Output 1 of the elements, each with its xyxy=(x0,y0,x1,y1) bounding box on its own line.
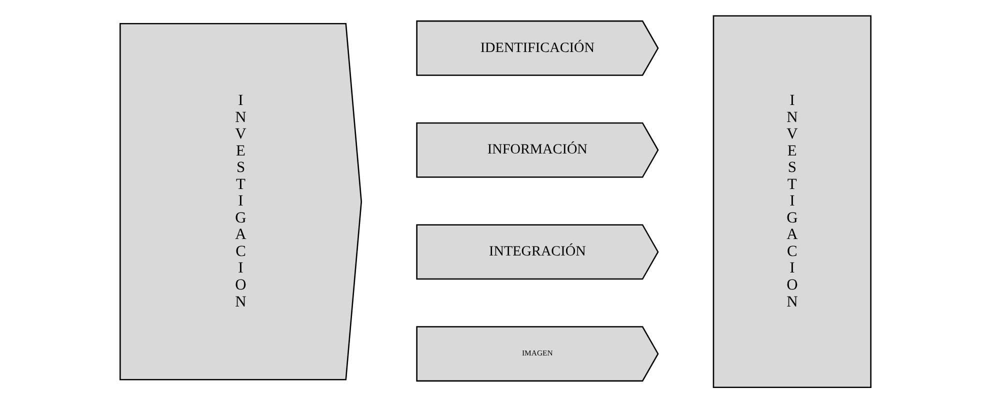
node-box: INVESTIGACION xyxy=(712,15,871,388)
